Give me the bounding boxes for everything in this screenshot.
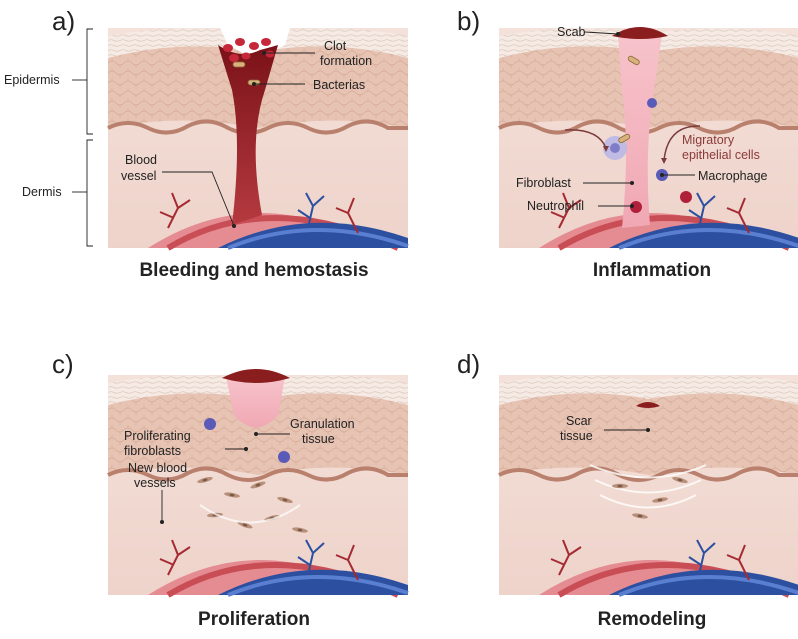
- granulation-label-2: tissue: [302, 432, 335, 446]
- scab-icon: [612, 27, 668, 39]
- proliferating-label-1: Proliferating: [124, 429, 191, 443]
- panel-d-letter: d): [457, 349, 480, 379]
- clot-label-1: Clot: [324, 39, 347, 53]
- scar-label-1: Scar: [566, 414, 592, 428]
- scab-icon-c: [222, 369, 290, 383]
- panel-b-title: Inflammation: [593, 260, 711, 281]
- clot-cells: [223, 38, 275, 62]
- panel-c-title: Proliferation: [198, 609, 310, 630]
- panel-c: c) Granulation tissue Proliferating fi: [52, 349, 408, 630]
- clot-label-2: formation: [320, 54, 372, 68]
- panel-d: d) Scar tissue Remodeling: [457, 349, 798, 630]
- macrophage-label: Macrophage: [698, 169, 768, 183]
- wound-blood: [218, 45, 278, 225]
- side-bracket: [72, 28, 93, 247]
- granulation-label-1: Granulation: [290, 417, 355, 431]
- fibroblast-label: Fibroblast: [516, 176, 571, 190]
- bacterias-label: Bacterias: [313, 78, 365, 92]
- panel-d-title: Remodeling: [598, 609, 707, 630]
- proliferating-label-2: fibroblasts: [124, 444, 181, 458]
- panel-b-letter: b): [457, 6, 480, 36]
- panel-a-title: Bleeding and hemostasis: [139, 260, 368, 281]
- granulation-tissue: [226, 377, 285, 428]
- neutrophil-icon: [630, 201, 642, 213]
- scab-label: Scab: [557, 25, 586, 39]
- panel-c-letter: c): [52, 349, 74, 379]
- dermis-label: Dermis: [22, 185, 62, 199]
- small-scab-icon: [636, 402, 660, 408]
- migratory-label-1: Migratory: [682, 133, 735, 147]
- panel-a: a) Clot formation Bacterias Blood vessel: [52, 6, 408, 281]
- panel-a-letter: a): [52, 6, 75, 36]
- new-blood-label-2: vessels: [134, 476, 176, 490]
- scar-label-2: tissue: [560, 429, 593, 443]
- migratory-label-2: epithelial cells: [682, 148, 760, 162]
- wound-pink: [618, 34, 662, 228]
- epidermis-label: Epidermis: [4, 73, 60, 87]
- blood-vessel-label-2: vessel: [121, 169, 156, 183]
- new-blood-label-1: New blood: [128, 461, 187, 475]
- panel-b: b) Scab Migratory epithelial cells Fibr: [457, 6, 798, 281]
- scar-fibers: [589, 464, 707, 520]
- neutrophil-label: Neutrophil: [527, 199, 584, 213]
- blood-vessel-label-1: Blood: [125, 153, 157, 167]
